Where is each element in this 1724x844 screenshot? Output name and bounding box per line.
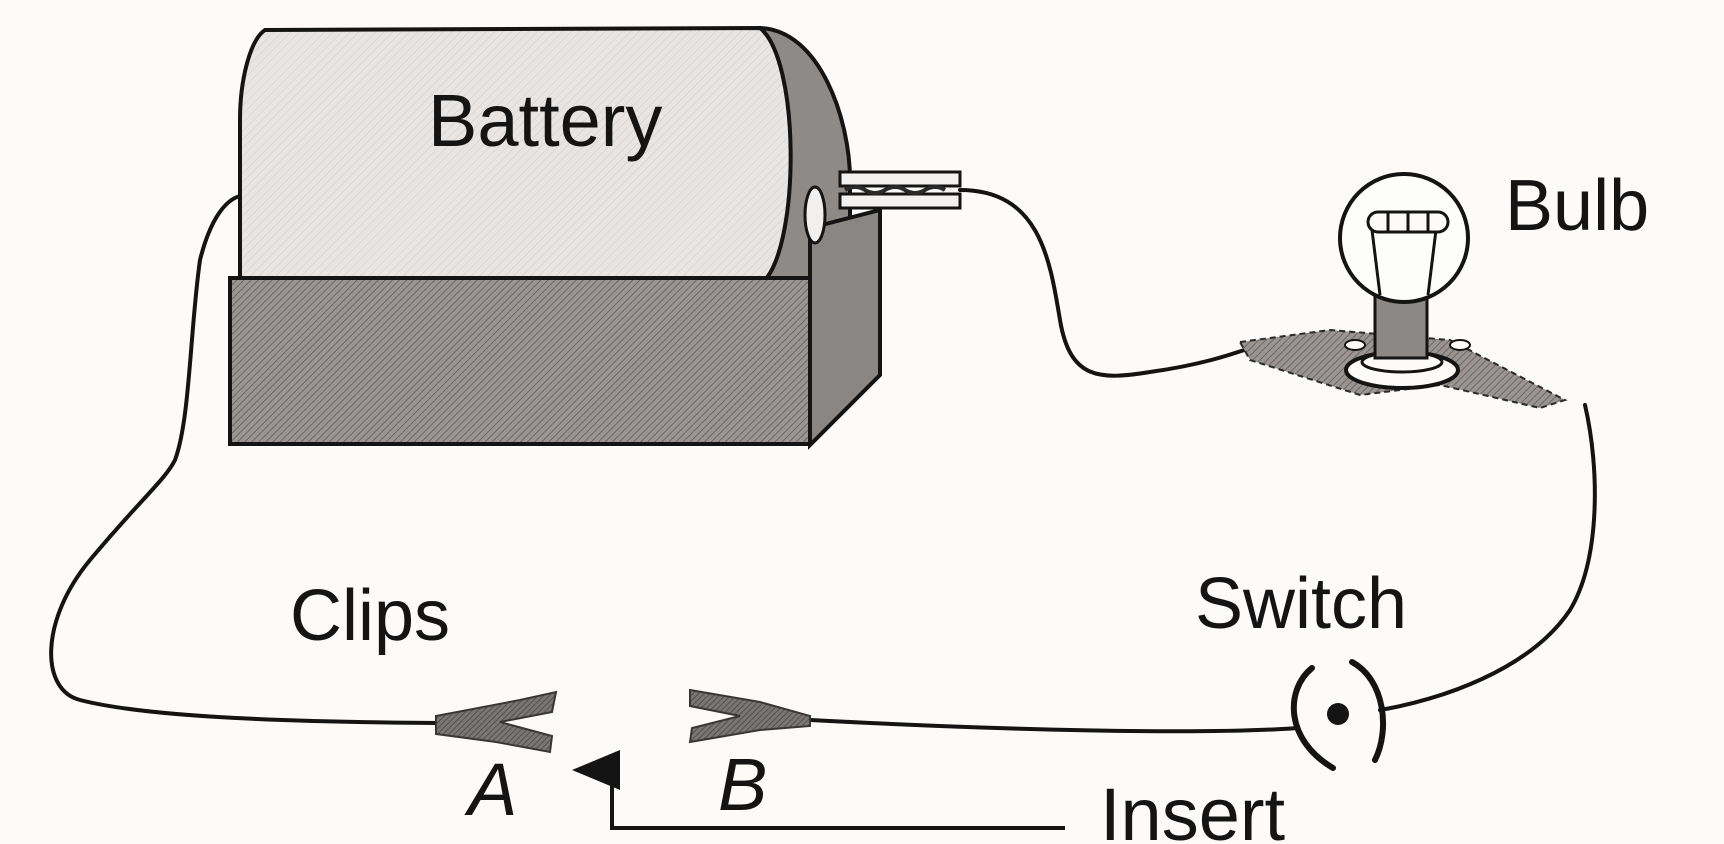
clips-label: Clips: [290, 576, 450, 656]
wire-bulb-to-switch: [1378, 403, 1597, 712]
bulb: Bulb: [1238, 166, 1649, 410]
switch-right-bracket: [1349, 659, 1387, 763]
wire-clip-a-to-battery: [49, 194, 442, 725]
bulb-screw-right: [1449, 339, 1471, 351]
clip-a-label: A: [464, 748, 517, 831]
clip-a: A: [435, 690, 558, 831]
battery: Battery: [228, 25, 962, 450]
battery-box-front: [228, 276, 812, 446]
bulb-label: Bulb: [1505, 166, 1649, 246]
clip-b-label: B: [718, 743, 767, 826]
clip-b-jaws: [688, 688, 811, 744]
bulb-filament-icon: [1366, 210, 1450, 296]
bulb-screw-left: [1344, 339, 1366, 351]
clip-a-jaws: [435, 690, 558, 754]
switch-left-bracket: [1290, 665, 1336, 771]
wires: [49, 188, 1597, 734]
battery-box-side: [808, 207, 882, 450]
insert-arrow-icon: [572, 750, 1065, 830]
switch-contact-dot: [1327, 703, 1349, 725]
battery-cylinder: [238, 25, 793, 282]
wire-switch-to-clip-b: [808, 718, 1300, 734]
clip-b: B: [688, 688, 811, 826]
insert-label: Insert: [1100, 773, 1286, 844]
insert-indicator: Insert: [572, 750, 1286, 844]
switch: Switch: [1195, 564, 1407, 771]
switch-label: Switch: [1195, 564, 1407, 644]
bulb-globe: [1338, 172, 1470, 304]
battery-terminal: [803, 185, 827, 245]
battery-terminal-clip: [838, 170, 962, 210]
battery-label: Battery: [428, 79, 662, 162]
wire-battery-to-bulb: [958, 188, 1252, 378]
